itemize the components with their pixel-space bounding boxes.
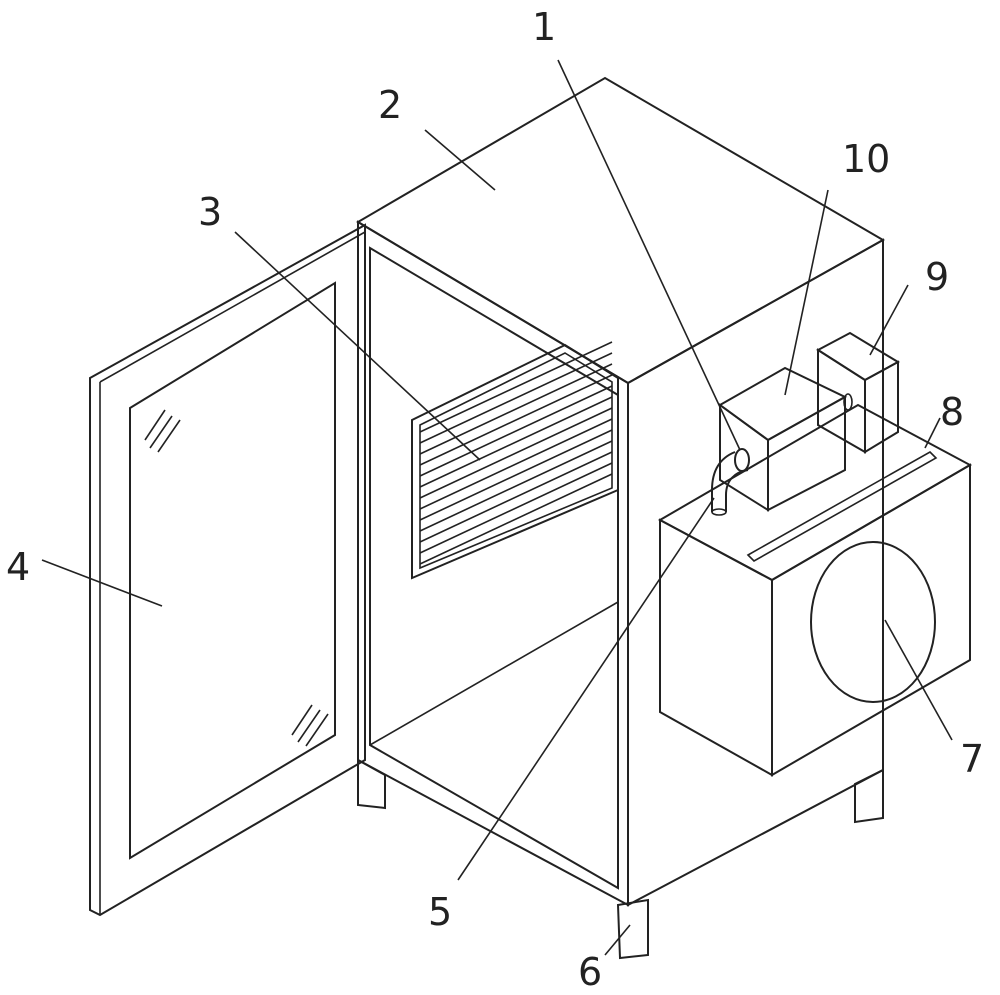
label-7: 7 (960, 737, 984, 781)
cabinet-opening (370, 248, 618, 888)
label-5: 5 (428, 890, 452, 934)
grille-slat (420, 342, 612, 432)
leg-back-right (855, 770, 883, 822)
door (90, 225, 365, 915)
part-labels: 1 2 3 4 5 6 7 8 9 10 (6, 5, 984, 994)
leg-front-left (358, 760, 385, 808)
grille-slat (420, 408, 612, 498)
leg-front-right (618, 900, 648, 958)
box-10 (720, 368, 845, 510)
grille-slat (420, 441, 612, 531)
grille-slat (420, 419, 612, 509)
pipe (712, 449, 749, 515)
grille-slat (420, 463, 612, 553)
fan-box (660, 405, 970, 775)
leader-lines (42, 60, 952, 955)
label-4: 4 (6, 545, 30, 589)
door-glass (130, 283, 335, 858)
box-9 (818, 333, 898, 452)
label-9: 9 (925, 255, 949, 299)
cabinet-front (358, 222, 628, 905)
label-1: 1 (532, 5, 556, 49)
grille-slat (420, 375, 612, 465)
label-10: 10 (842, 137, 890, 181)
label-2: 2 (378, 83, 402, 127)
inner-shelf-line (370, 602, 618, 745)
fan-opening (811, 542, 935, 702)
glass-reflection-marks (145, 410, 328, 746)
grille-slat (420, 353, 612, 443)
cabinet-top (358, 78, 883, 383)
grille-slat (420, 430, 612, 520)
label-6: 6 (578, 950, 602, 994)
grille-slat (420, 474, 612, 564)
cabinet-right-side (628, 240, 883, 905)
label-3: 3 (198, 190, 222, 234)
label-8: 8 (940, 390, 964, 434)
